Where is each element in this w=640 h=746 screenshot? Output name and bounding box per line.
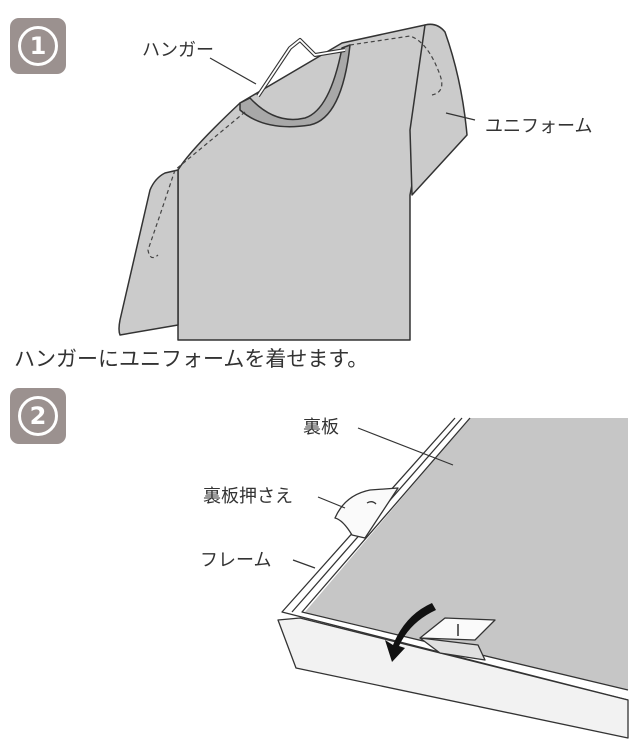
back-board-label: 裏板 [303,417,339,438]
step-number: 2 [18,396,58,436]
frame-label: フレーム [200,550,272,571]
step-number: 1 [18,26,58,66]
uniform-illustration [118,23,476,341]
frame-illustration [277,417,629,739]
step-1-caption: ハンガーにユニフォームを着せます。 [14,347,369,371]
hanger-label: ハンガー [142,40,214,61]
uniform-label: ユニフォーム [485,116,593,137]
step-2-badge: 2 [10,388,66,444]
step-1-badge: 1 [10,18,66,74]
back-board-clip-label: 裏板押さえ [203,486,293,507]
